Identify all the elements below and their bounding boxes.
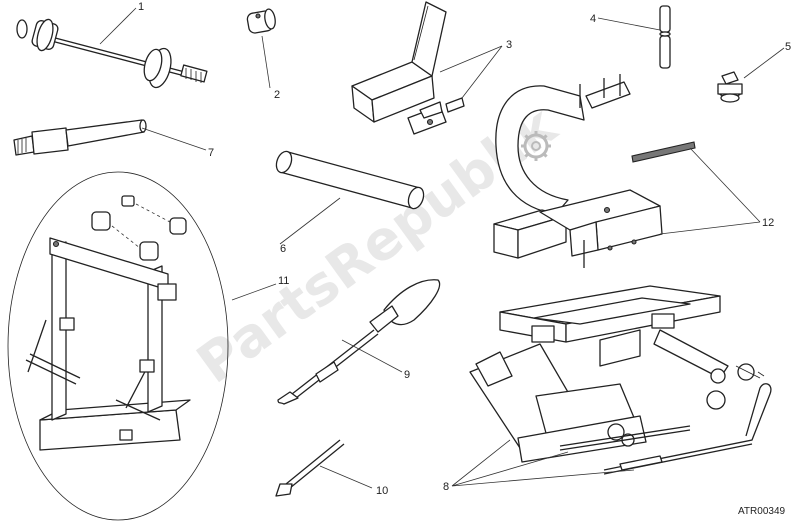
leader-lines: [99, 7, 785, 489]
part-10-key: [275, 439, 345, 497]
reference-code: ATR00349: [738, 506, 786, 517]
part-8-jack: [469, 285, 772, 475]
callout-7: 7: [208, 147, 214, 159]
callout-9: 9: [404, 369, 410, 381]
callout-12: 12: [762, 217, 774, 229]
gear-icon: [521, 131, 551, 161]
part-2-bushing: [246, 8, 276, 34]
part-1-bearing-shaft: [16, 18, 208, 89]
part-3-box-set: [351, 1, 465, 135]
callout-11: 11: [278, 275, 289, 287]
part-9-screwdriver: [277, 279, 441, 405]
part-6-roller: [275, 150, 425, 210]
callout-5: 5: [785, 41, 791, 53]
callout-2: 2: [274, 89, 280, 101]
part-7-drift: [13, 119, 147, 156]
callout-labels: 1 2 3 4 5 6 7 8 9 10 11 12: [138, 1, 791, 497]
part-5-fitting: [717, 71, 743, 103]
part-4-pin: [659, 5, 671, 69]
callout-4: 4: [590, 13, 596, 25]
callout-6: 6: [280, 243, 286, 255]
callout-10: 10: [376, 485, 388, 497]
callout-8: 8: [443, 481, 449, 493]
part-12-rear-stand-support: [493, 74, 696, 268]
callout-1: 1: [138, 1, 144, 13]
callout-3: 3: [506, 39, 512, 51]
part-11-balancing-stand: [7, 171, 229, 521]
